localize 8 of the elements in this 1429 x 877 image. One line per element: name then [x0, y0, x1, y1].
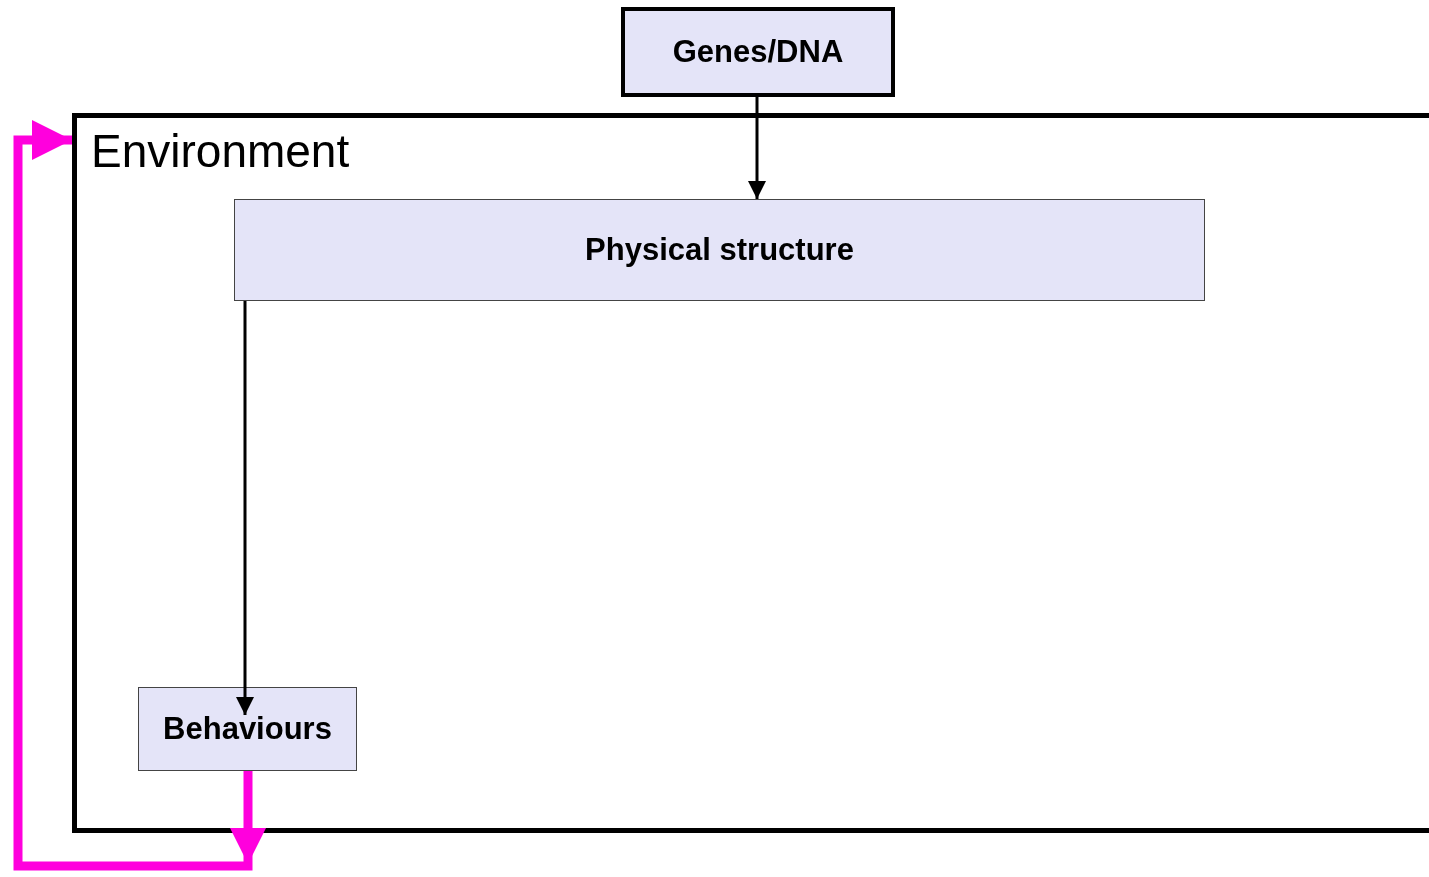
process-box	[234, 199, 1205, 301]
process-box	[138, 687, 357, 771]
box-label: Behaviours	[163, 711, 332, 747]
frame-heading: Environment	[91, 124, 350, 178]
box-label: Physical structure	[585, 232, 854, 268]
box-label: Genes/DNA	[672, 34, 844, 70]
environment-frame	[72, 113, 1429, 833]
process-box	[621, 7, 895, 97]
